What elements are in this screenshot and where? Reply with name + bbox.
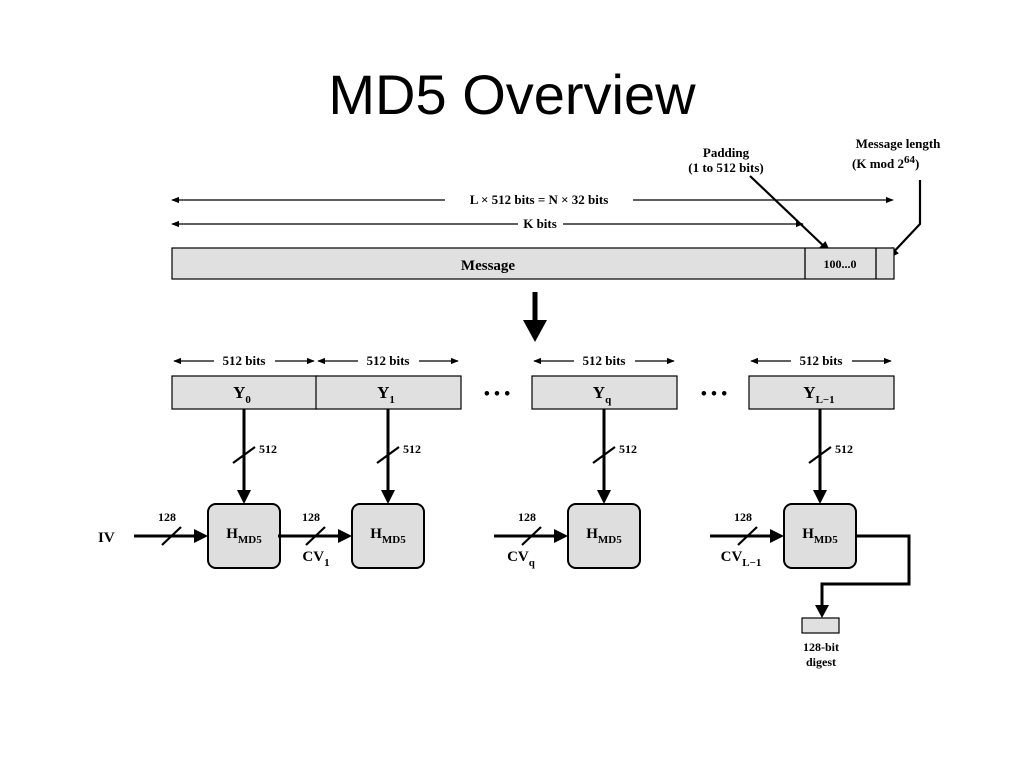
- chain-width-label: 128: [518, 510, 536, 524]
- cv-label-1: CVq: [507, 549, 536, 569]
- message-length-label: Message length: [856, 136, 942, 151]
- message-bar: Message 100...0: [171, 247, 895, 280]
- bus-width-label: 512: [619, 442, 637, 456]
- message-length-formula: (K mod 264): [852, 154, 919, 171]
- message-label: Message: [461, 258, 515, 274]
- length-pointer: [887, 180, 922, 259]
- block-size-label: 512 bits: [583, 353, 626, 368]
- digest-box: [801, 617, 840, 634]
- chain-width-label: 128: [302, 510, 320, 524]
- bus-width-label: 512: [403, 442, 421, 456]
- padding-value: 100...0: [824, 257, 857, 271]
- hmd5-label: HMD5: [370, 526, 406, 546]
- total-length-label: L × 512 bits = N × 32 bits: [470, 192, 609, 207]
- padding-pointer: [749, 175, 831, 253]
- digest-label-2: digest: [806, 655, 836, 669]
- k-bits-label: K bits: [523, 216, 557, 231]
- cv-label-0: CV1: [302, 549, 329, 569]
- hmd5-label: HMD5: [586, 526, 622, 546]
- digest-label: 128-bit: [803, 640, 839, 654]
- message-block: [748, 375, 895, 410]
- ellipsis-2: • • •: [701, 384, 727, 403]
- digest-arrow-head: [815, 605, 829, 618]
- total-length-arrow: L × 512 bits = N × 32 bits: [171, 192, 894, 207]
- hmd5-label: HMD5: [802, 526, 838, 546]
- block-label: Yq: [593, 383, 612, 406]
- block-label: YL−1: [803, 383, 834, 406]
- padding-range-label: (1 to 512 bits): [688, 160, 763, 175]
- digest-line: [820, 534, 911, 608]
- k-bits-arrow: K bits: [171, 216, 804, 231]
- padding-label: Padding: [703, 145, 750, 160]
- iv-label: IV: [98, 530, 115, 546]
- block-label: Y0: [233, 383, 251, 406]
- cv-label-2: CVL−1: [721, 549, 762, 569]
- hmd5-label: HMD5: [226, 526, 262, 546]
- split-arrow-head: [523, 320, 547, 342]
- message-block: [531, 375, 678, 410]
- ellipsis-1: • • •: [484, 384, 510, 403]
- message-block: [171, 375, 318, 410]
- block-size-label: 512 bits: [223, 353, 266, 368]
- slide-title: MD5 Overview: [328, 63, 696, 126]
- bus-width-label: 512: [259, 442, 277, 456]
- block-size-label: 512 bits: [367, 353, 410, 368]
- chain-width-label: 128: [734, 510, 752, 524]
- block-size-label: 512 bits: [800, 353, 843, 368]
- chain-width-label: 128: [158, 510, 176, 524]
- bus-width-label: 512: [835, 442, 853, 456]
- block-label: Y1: [377, 383, 395, 406]
